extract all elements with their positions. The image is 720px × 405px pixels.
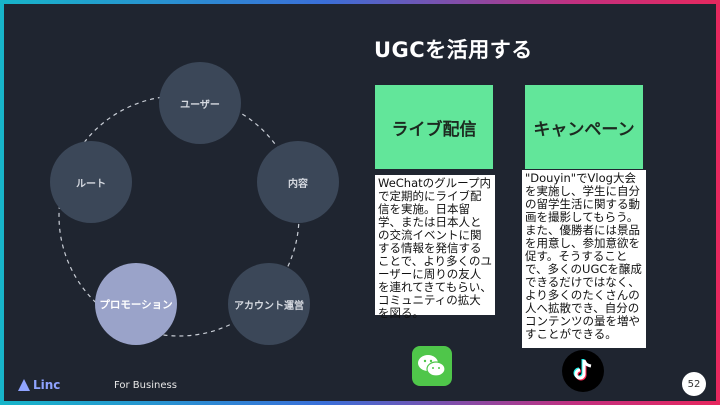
feature-campaign-label: キャンペーン [533,119,635,140]
cycle-node-content: 内容 [257,141,339,223]
cycle-node-promotion: プロモーション [95,263,177,345]
cycle-node-route: ルート [50,141,132,223]
brand-name: Linc [33,378,61,392]
cycle-node-label: 内容 [288,178,308,190]
logo-icon [18,379,30,391]
cycle-node-label: ルート [76,178,106,190]
wechat-glyph [418,355,446,377]
feature-live-description: WeChatのグループ内で定期的にライブ配信を実施。日本留学、または日本人との交… [375,175,495,320]
wechat-icon [412,346,452,386]
cycle-node-label: アカウント運営 [234,300,304,312]
feature-campaign-box: キャンペーン [525,85,643,169]
cycle-node-account: アカウント運営 [228,263,310,345]
cycle-node-label: プロモーション [99,298,173,311]
footer-text: For Business [114,380,177,391]
page-number: 52 [682,372,706,396]
cycle-node-label: ユーザー [180,99,220,111]
cycle-node-user: ユーザー [159,62,241,144]
feature-live-label: ライブ配信 [391,119,477,140]
brand-logo: Linc [18,378,60,392]
feature-live-box: ライブ配信 [375,85,493,169]
slide: UGCを活用する ユーザー 内容 アカウント運営 プロモーション ルート ライブ… [4,4,716,401]
douyin-icon [562,350,604,392]
feature-campaign-description: "Douyin"でVlog大会を実施し、学生に自分の留学生活に関する動画を撮影し… [522,170,646,348]
slide-title: UGCを活用する [374,38,533,62]
douyin-glyph [573,359,592,381]
